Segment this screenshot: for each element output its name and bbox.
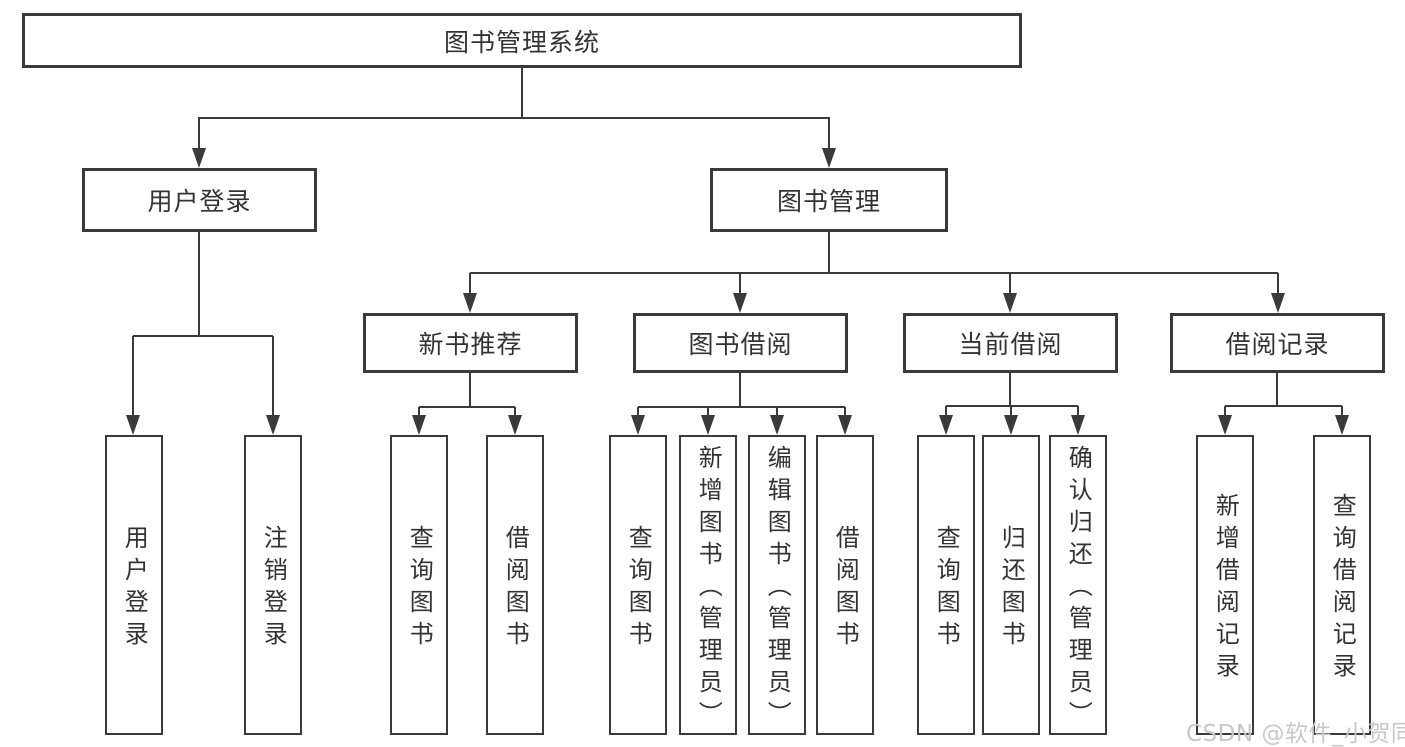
csdn-watermark: CSDN @软件_小贺同学 xyxy=(1186,721,1405,747)
leaf-borrow-books: 借阅图书 xyxy=(816,435,874,735)
leaf-add-borrow-record-label: 新增借阅记录 xyxy=(1211,493,1240,685)
leaf-edit-book-admin-label: 编辑图书（管理员） xyxy=(763,445,792,733)
leaf-query-books-recommend-label: 查询图书 xyxy=(405,525,434,653)
leaf-query-books-current: 查询图书 xyxy=(917,435,975,735)
leaf-user-login: 用户登录 xyxy=(105,435,163,735)
leaf-return-books-label: 归还图书 xyxy=(997,525,1026,653)
group-borrow-record-label: 借阅记录 xyxy=(1225,330,1330,359)
group-book-borrow-label: 图书借阅 xyxy=(688,330,793,359)
leaf-query-borrow-record-label: 查询借阅记录 xyxy=(1328,493,1357,685)
leaf-borrow-books-recommend: 借阅图书 xyxy=(486,435,544,735)
leaf-add-book-admin-label: 新增图书（管理员） xyxy=(694,445,723,733)
leaf-user-login-label: 用户登录 xyxy=(120,525,149,653)
group-current-borrow-label: 当前借阅 xyxy=(958,330,1063,359)
connector-segments xyxy=(132,68,1343,418)
leaf-logout-label: 注销登录 xyxy=(259,525,288,653)
group-current-borrow: 当前借阅 xyxy=(903,313,1118,373)
branch-user-login: 用户登录 xyxy=(82,168,317,232)
leaf-add-book-admin: 新增图书（管理员） xyxy=(679,435,737,735)
leaf-edit-book-admin: 编辑图书（管理员） xyxy=(748,435,806,735)
leaf-query-books-borrow-label: 查询图书 xyxy=(624,525,653,653)
branch-book-management-label: 图书管理 xyxy=(776,187,881,216)
leaf-query-books-recommend: 查询图书 xyxy=(390,435,448,735)
node-root-label: 图书管理系统 xyxy=(443,27,600,57)
group-book-borrow: 图书借阅 xyxy=(633,313,848,373)
leaf-borrow-books-recommend-label: 借阅图书 xyxy=(501,525,530,653)
node-root: 图书管理系统 xyxy=(22,13,1022,68)
leaf-query-books-borrow: 查询图书 xyxy=(609,435,667,735)
leaf-add-borrow-record: 新增借阅记录 xyxy=(1196,435,1254,735)
leaf-logout: 注销登录 xyxy=(244,435,302,735)
leaf-confirm-return-admin: 确认归还（管理员） xyxy=(1049,435,1107,735)
leaf-query-books-current-label: 查询图书 xyxy=(932,525,961,653)
leaf-borrow-books-label: 借阅图书 xyxy=(831,525,860,653)
branch-book-management: 图书管理 xyxy=(710,168,948,232)
leaf-query-borrow-record: 查询借阅记录 xyxy=(1313,435,1371,735)
leaf-return-books: 归还图书 xyxy=(982,435,1040,735)
group-new-book-recommend: 新书推荐 xyxy=(363,313,578,373)
leaf-confirm-return-admin-label: 确认归还（管理员） xyxy=(1064,445,1093,733)
group-borrow-record: 借阅记录 xyxy=(1170,313,1385,373)
branch-user-login-label: 用户登录 xyxy=(147,187,252,216)
group-new-book-recommend-label: 新书推荐 xyxy=(418,330,523,359)
